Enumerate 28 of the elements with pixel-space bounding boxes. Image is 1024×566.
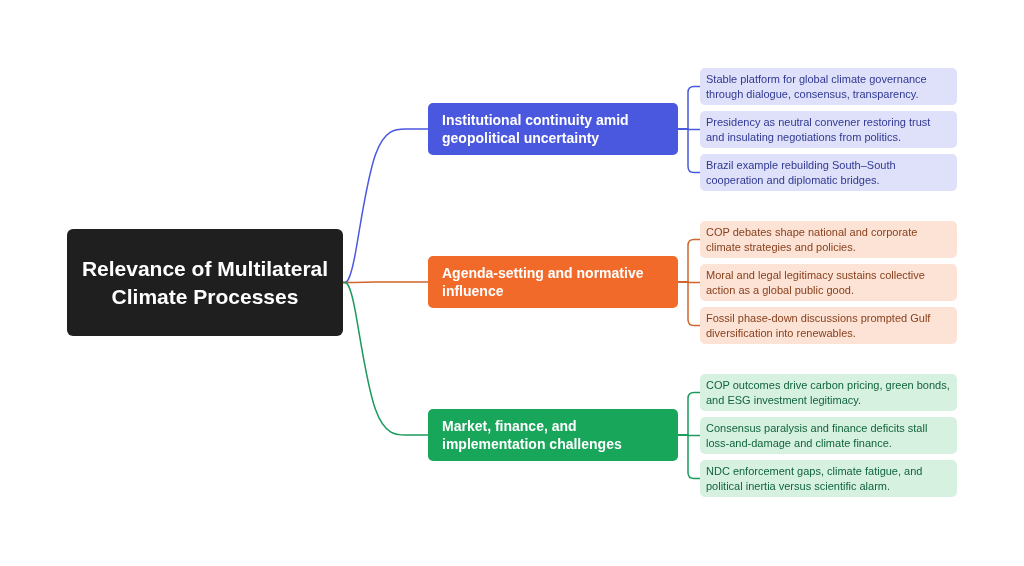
topic-text: NDC enforcement gaps, climate fatigue, and political inertia versus scientific alarm.: [706, 464, 924, 493]
topic-text: Moral and legal legitimacy sustains collective action as a global public good.: [706, 268, 926, 297]
detail-box: [700, 264, 957, 301]
detail-box: [700, 154, 957, 191]
topic-text: Agenda-setting and normative influence: [442, 263, 645, 301]
connector-line: [342, 281, 429, 436]
topic-text: Stable platform for global climate governance through dialogue, consensus, transparency.: [706, 72, 928, 101]
topic-text: COP outcomes drive carbon pricing, green bonds, and ESG investment legitimacy.: [706, 378, 951, 407]
branch-topic-box: [428, 103, 678, 155]
topic-text: Relevance of Multilateral Climate Processes: [81, 256, 329, 310]
topic-text: Institutional continuity amid geopolitical uncertainty: [442, 110, 630, 148]
topic-text: Presidency as neutral convener restoring trust and insulating negotiations from politics.: [706, 115, 932, 144]
topic-text: Consensus paralysis and finance deficits stall loss-and-damage and climate finance.: [706, 421, 929, 450]
topic-text: Brazil example rebuilding South–South cooperation and diplomatic bridges.: [706, 158, 897, 187]
topic-text: Fossil phase-down discussions prompted Gulf diversification into renewables.: [706, 311, 932, 340]
branch-topic-box: [428, 256, 678, 308]
detail-box: [700, 111, 957, 148]
detail-box: [700, 221, 957, 258]
detail-box: [700, 460, 957, 497]
detail-box: [700, 307, 957, 344]
detail-box: [700, 374, 957, 411]
detail-box: [700, 68, 957, 105]
root-topic-box: [67, 229, 343, 336]
topic-text: COP debates shape national and corporate climate strategies and policies.: [706, 225, 919, 254]
detail-box: [700, 417, 957, 454]
topic-text: Market, finance, and implementation challenges: [442, 416, 623, 454]
branch-topic-box: [428, 409, 678, 461]
connector-line: [342, 128, 429, 284]
